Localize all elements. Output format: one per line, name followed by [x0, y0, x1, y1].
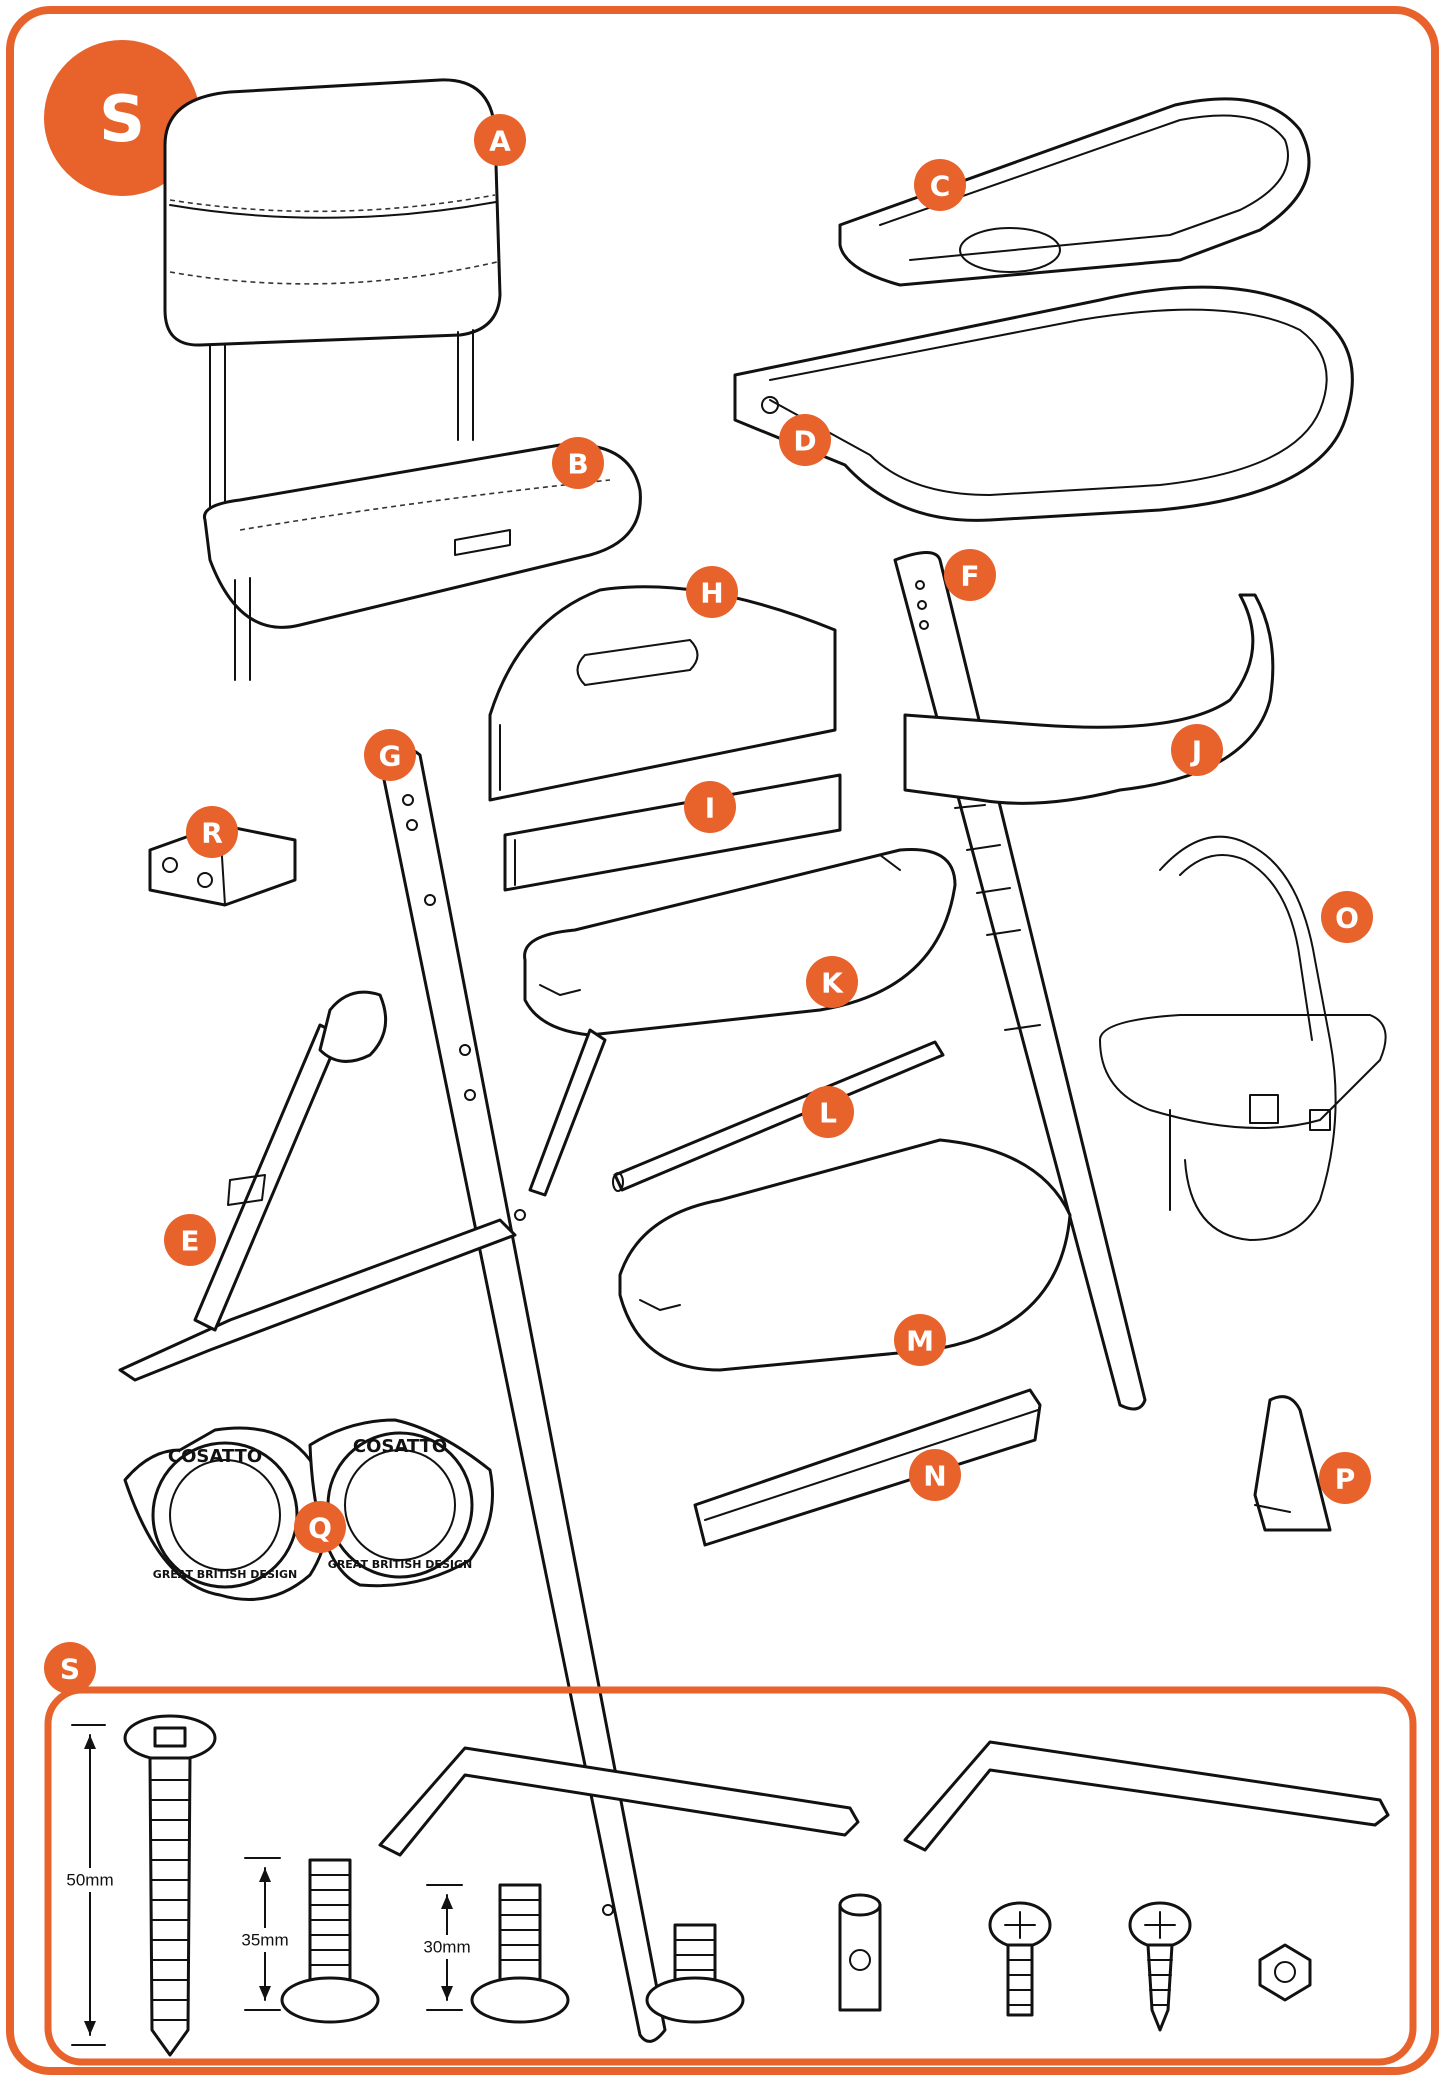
svg-text:35mm: 35mm: [241, 1931, 288, 1950]
label-C: C: [914, 159, 966, 211]
svg-text:COSATTO: COSATTO: [168, 1446, 262, 1467]
part-safety-harness: [1099, 835, 1387, 1241]
allen-key-small: [903, 1740, 1390, 1852]
svg-text:H: H: [700, 577, 723, 610]
svg-text:S: S: [99, 83, 145, 157]
label-N: N: [909, 1449, 961, 1501]
hardware-badge: S: [44, 1642, 96, 1694]
label-I: I: [684, 781, 736, 833]
part-backrest-upper: [488, 585, 837, 802]
part-seat-cushion: [202, 443, 642, 681]
svg-text:M: M: [906, 1325, 934, 1358]
svg-text:G: G: [379, 740, 402, 773]
bolt-50mm: [123, 1714, 217, 2057]
label-K: K: [806, 956, 858, 1008]
dimension-35mm: 35mm: [235, 1857, 293, 2011]
barrel-nut: [838, 1893, 882, 2012]
svg-text:F: F: [960, 560, 979, 593]
header-badge: S: [44, 40, 200, 196]
machine-screw: [988, 1901, 1052, 2017]
label-E: E: [164, 1214, 216, 1266]
svg-text:O: O: [1335, 902, 1359, 935]
svg-text:P: P: [1335, 1463, 1356, 1496]
svg-text:30mm: 30mm: [423, 1938, 470, 1957]
part-stabiliser-legs: [118, 990, 607, 1382]
svg-text:Q: Q: [308, 1512, 332, 1545]
bolt-30mm: [470, 1883, 570, 2024]
dimension-50mm: 50mm: [62, 1724, 118, 2046]
svg-text:D: D: [793, 425, 816, 458]
svg-text:50mm: 50mm: [66, 1871, 113, 1890]
label-L: L: [802, 1086, 854, 1138]
svg-text:N: N: [923, 1460, 946, 1493]
allen-key-large: [378, 1746, 860, 1857]
hardware-panel: [44, 1686, 1417, 2066]
label-D: D: [779, 414, 831, 466]
part-tray-top: [838, 97, 1311, 287]
label-R: R: [186, 806, 238, 858]
label-P: P: [1319, 1452, 1371, 1504]
svg-text:I: I: [705, 792, 715, 825]
part-seat-back-cushion: [163, 78, 502, 516]
label-B: B: [552, 437, 604, 489]
svg-text:R: R: [201, 817, 223, 850]
label-O: O: [1321, 891, 1373, 943]
part-seat-board: [523, 847, 957, 1037]
wood-screw: [1128, 1901, 1192, 2032]
svg-text:L: L: [819, 1097, 837, 1130]
svg-text:GREAT BRITISH DESIGN: GREAT BRITISH DESIGN: [153, 1568, 297, 1581]
label-M: M: [894, 1314, 946, 1366]
svg-text:E: E: [180, 1225, 199, 1258]
svg-text:A: A: [489, 125, 511, 158]
svg-text:K: K: [821, 967, 844, 1000]
svg-text:J: J: [1190, 735, 1202, 768]
bolt-35mm: [280, 1858, 380, 2024]
svg-text:B: B: [567, 448, 588, 481]
part-backrest-lower: [503, 773, 842, 892]
dimension-30mm: 30mm: [417, 1884, 475, 2011]
part-rear-crossbar: [693, 1388, 1042, 1547]
part-end-stop: [1253, 1395, 1332, 1532]
label-Q: Q: [294, 1501, 346, 1553]
label-G: G: [364, 729, 416, 781]
svg-text:S: S: [60, 1653, 80, 1686]
part-footrest-board: [618, 1138, 1072, 1372]
part-tray-base: [733, 285, 1354, 522]
short-bolt: [645, 1923, 745, 2024]
label-F: F: [944, 549, 996, 601]
label-A: A: [474, 114, 526, 166]
label-H: H: [686, 566, 738, 618]
part-badge-caps: COSATTO GREAT BRITISH DESIGN COSATTO GRE…: [123, 1418, 494, 1601]
lock-nut: [1258, 1943, 1312, 2002]
svg-text:C: C: [930, 170, 951, 203]
label-J: J: [1171, 724, 1223, 776]
svg-text:COSATTO: COSATTO: [353, 1436, 447, 1457]
svg-text:GREAT BRITISH DESIGN: GREAT BRITISH DESIGN: [328, 1558, 472, 1571]
outer-frame: [6, 6, 1439, 2075]
